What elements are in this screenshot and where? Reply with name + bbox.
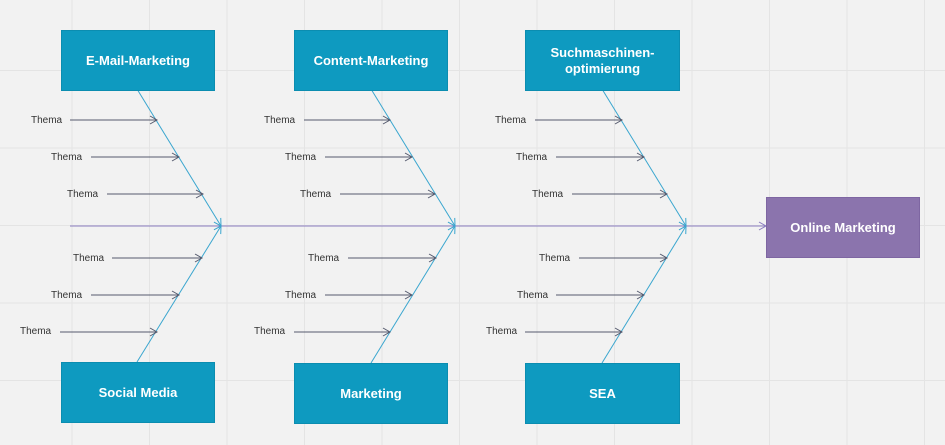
cause-label: Thema bbox=[486, 326, 518, 337]
category-box-sea[interactable]: SEA bbox=[525, 363, 680, 424]
cause-label: Thema bbox=[532, 189, 564, 200]
cause-label: Thema bbox=[73, 253, 105, 264]
cause-label: Thema bbox=[51, 152, 83, 163]
cause-label: Thema bbox=[516, 152, 548, 163]
category-bone bbox=[136, 225, 222, 363]
category-box-seo[interactable]: Suchmaschinen-optimierung bbox=[525, 30, 680, 91]
category-box-email-marketing[interactable]: E-Mail-Marketing bbox=[61, 30, 215, 91]
cause-label: Thema bbox=[67, 189, 99, 200]
cause-label: Thema bbox=[20, 326, 52, 337]
cause-label: Thema bbox=[308, 253, 340, 264]
category-label-social-media: Social Media bbox=[98, 384, 178, 400]
cause-label: Thema bbox=[264, 115, 296, 126]
category-label-sea: SEA bbox=[589, 385, 616, 401]
category-box-content-marketing[interactable]: Content-Marketing bbox=[294, 30, 448, 91]
category-label-email-marketing: E-Mail-Marketing bbox=[85, 52, 190, 68]
cause-label: Thema bbox=[51, 290, 83, 301]
effect-label: Online Marketing bbox=[790, 219, 896, 235]
cause-label: Thema bbox=[517, 290, 549, 301]
category-label-content-marketing: Content-Marketing bbox=[313, 52, 429, 68]
cause-label: Thema bbox=[495, 115, 527, 126]
category-label-marketing: Marketing bbox=[340, 385, 402, 401]
category-box-social-media[interactable]: Social Media bbox=[61, 362, 215, 423]
category-label-seo: Suchmaschinen-optimierung bbox=[550, 44, 655, 76]
cause-label: Thema bbox=[539, 253, 571, 264]
effect-box[interactable]: Online Marketing bbox=[766, 197, 920, 258]
cause-label: Thema bbox=[300, 189, 332, 200]
cause-label: Thema bbox=[31, 115, 63, 126]
category-box-marketing[interactable]: Marketing bbox=[294, 363, 448, 424]
cause-label: Thema bbox=[285, 152, 317, 163]
cause-label: Thema bbox=[254, 326, 286, 337]
cause-label: Thema bbox=[285, 290, 317, 301]
